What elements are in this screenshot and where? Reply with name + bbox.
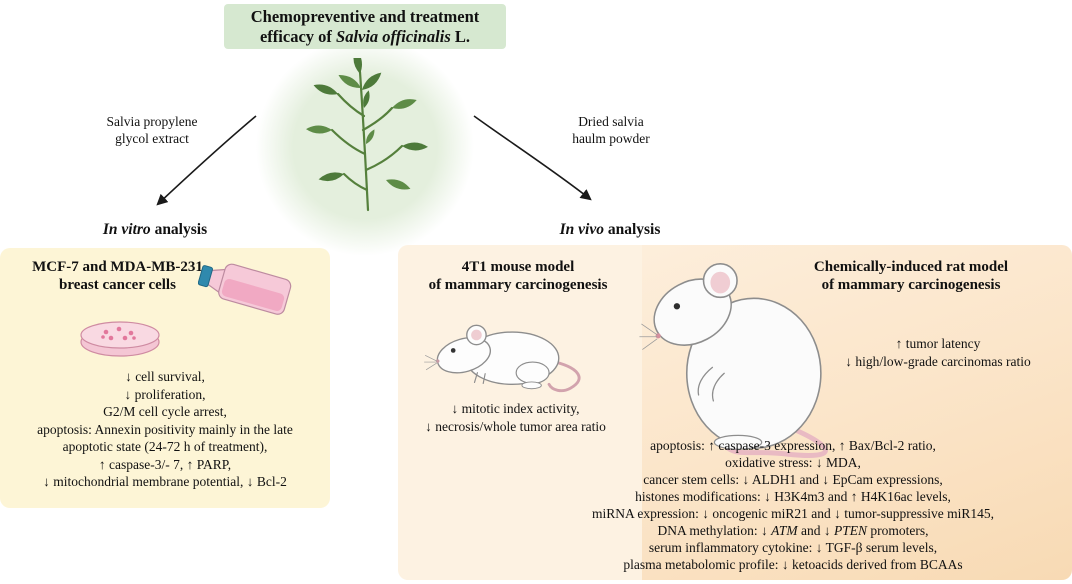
rat-title-line1: Chemically-induced rat model — [813, 259, 1009, 275]
dna-seg3: promoters, — [867, 523, 929, 538]
finding-line: apoptotic state (24-72 h of treatment), — [62, 439, 268, 454]
mouse-title-line2: of mammary carcinogenesis — [428, 277, 608, 293]
right-branch-line1: Dried salvia — [578, 114, 644, 129]
plant-leaves — [306, 58, 428, 190]
in-vitro-heading: In vitro analysis — [75, 221, 235, 239]
finding-line: ↓ necrosis/whole tumor area ratio — [425, 419, 606, 434]
title-line2-prefix: efficacy of — [259, 27, 337, 46]
mouse-model-title: 4T1 mouse model of mammary carcinogenesi… — [398, 258, 638, 294]
cell-colonies — [101, 326, 136, 341]
finding-line: oxidative stress: ↓ MDA, — [725, 455, 861, 470]
left-branch-line2: glycol extract — [115, 131, 189, 146]
finding-line: serum inflammatory cytokine: ↓ TGF-β ser… — [648, 540, 938, 555]
in-vitro-findings: ↓ cell survival, ↓ proliferation, G2/M c… — [0, 368, 330, 491]
finding-line: apoptosis: Annexin positivity mainly in … — [37, 421, 293, 437]
mouse-section-background — [398, 245, 642, 580]
finding-line: ↑ tumor latency — [895, 336, 981, 351]
right-branch-arrow — [473, 115, 592, 201]
sage-plant-illustration — [306, 58, 428, 212]
branch-arrows — [156, 115, 592, 206]
finding-line-dna-methylation: DNA methylation: ↓ ATM and ↓ PTEN promot… — [538, 522, 1048, 539]
in-vitro-panel: MCF-7 and MDA-MB-231 breast cancer cells — [0, 248, 330, 508]
finding-line: histones modifications: ↓ H3K4m3 and ↑ H… — [635, 489, 951, 504]
gene-pten: PTEN — [833, 523, 867, 538]
rat-illustration — [639, 263, 828, 458]
dna-seg1: DNA methylation: ↓ — [657, 523, 772, 538]
finding-line: cancer stem cells: ↓ ALDH1 and ↓ EpCam e… — [643, 472, 943, 487]
finding-line: plasma metabolomic profile: ↓ ketoacids … — [623, 557, 963, 572]
culture-flask-icon — [198, 263, 292, 315]
in-vivo-heading: In vivo analysis — [530, 221, 690, 239]
finding-line: ↓ mitotic index activity, — [451, 401, 580, 416]
gene-atm: ATM — [771, 523, 798, 538]
finding-line: ↑ caspase-3/- 7, ↑ PARP, — [98, 456, 232, 472]
finding-line: ↓ proliferation, — [124, 386, 206, 402]
in-vitro-italic: In vitro — [102, 221, 151, 238]
finding-line: ↓ mitochondrial membrane potential, ↓ Bc… — [43, 474, 287, 489]
finding-line: apoptosis: ↑ caspase-3 expression, ↑ Bax… — [650, 438, 936, 453]
rat-title-line2: of mammary carcinogenesis — [821, 277, 1001, 293]
rat-molecular-findings: apoptosis: ↑ caspase-3 expression, ↑ Bax… — [538, 437, 1048, 573]
in-vitro-title-line1: MCF-7 and MDA-MB-231 — [32, 259, 203, 275]
mouse-tail — [547, 359, 581, 393]
left-branch-label: Salvia propylene glycol extract — [88, 113, 216, 147]
mouse-illustration — [424, 324, 581, 393]
finding-line: G2/M cell cycle arrest, — [103, 404, 227, 419]
left-branch-arrow — [156, 115, 257, 206]
in-vivo-rest: analysis — [603, 221, 661, 238]
in-vitro-panel-title: MCF-7 and MDA-MB-231 breast cancer cells — [10, 258, 225, 294]
mouse-title-line1: 4T1 mouse model — [461, 259, 575, 275]
finding-line: miRNA expression: ↓ oncogenic miR21 and … — [591, 506, 995, 521]
species-name: Salvia officinalis — [336, 27, 451, 46]
mouse-findings: ↓ mitotic index activity, ↓ necrosis/who… — [398, 400, 633, 436]
right-branch-label: Dried salvia haulm powder — [546, 113, 676, 147]
title-line2-suffix: L. — [450, 27, 471, 46]
in-vivo-italic: In vivo — [559, 221, 604, 238]
dna-seg2: and ↓ — [797, 523, 834, 538]
in-vivo-panel: 4T1 mouse model of mammary carcinogenesi… — [398, 245, 1072, 580]
title-line2: efficacy of Salvia officinalis L. — [224, 27, 506, 47]
plant-stems — [330, 70, 404, 212]
rat-model-title: Chemically-induced rat model of mammary … — [766, 258, 1056, 294]
rat-tail — [725, 424, 828, 458]
right-branch-line2: haulm powder — [572, 131, 650, 146]
title-line1: Chemopreventive and treatment — [250, 7, 480, 26]
left-branch-line1: Salvia propylene — [106, 114, 198, 129]
petri-dish-icon — [80, 321, 160, 357]
rat-tumor-findings: ↑ tumor latency ↓ high/low-grade carcino… — [813, 335, 1063, 371]
figure-title: Chemopreventive and treatment efficacy o… — [224, 4, 506, 49]
finding-line: ↓ cell survival, — [125, 369, 205, 384]
in-vitro-rest: analysis — [150, 221, 208, 238]
in-vitro-title-line2: breast cancer cells — [59, 277, 176, 293]
finding-line: ↓ high/low-grade carcinomas ratio — [845, 354, 1031, 369]
